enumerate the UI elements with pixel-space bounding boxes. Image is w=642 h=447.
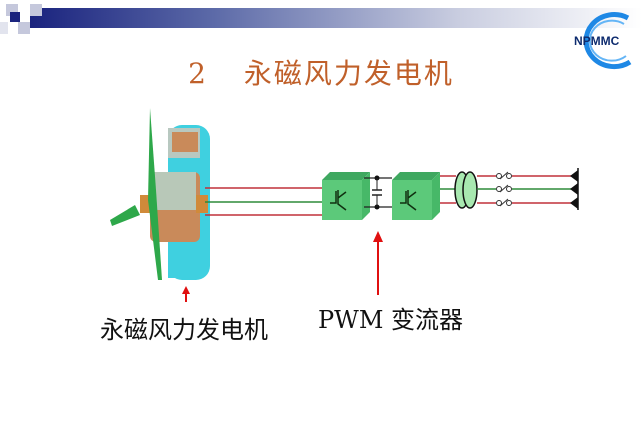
generator-pointer-arrow (182, 286, 190, 302)
decor-square (0, 22, 8, 34)
decor-square (30, 4, 42, 16)
svg-text:NPMMC: NPMMC (574, 34, 620, 48)
title-text: 永磁风力发电机 (243, 57, 454, 90)
rectifier-block (322, 172, 370, 220)
generator (110, 108, 210, 280)
grid-output (477, 168, 579, 210)
input-wires (205, 187, 322, 216)
converter-pointer-arrow (373, 231, 383, 295)
npmmc-logo: NPMMC (568, 10, 638, 70)
header-gradient-bar (30, 8, 642, 28)
dc-link-capacitor (364, 175, 392, 210)
rotor-core (152, 172, 196, 210)
transformer (440, 171, 478, 209)
decor-square (18, 22, 30, 34)
slide-title: 2 永磁风力发电机 (0, 52, 642, 92)
blade (148, 108, 162, 280)
hub-blade (110, 205, 140, 226)
converter-label: PWM 变流器 (318, 306, 464, 334)
decor-square (10, 12, 20, 22)
shaft-right (196, 195, 208, 213)
title-number: 2 (188, 57, 208, 90)
generator-label: 永磁风力发电机 (100, 316, 268, 344)
inverter-block (392, 172, 440, 220)
